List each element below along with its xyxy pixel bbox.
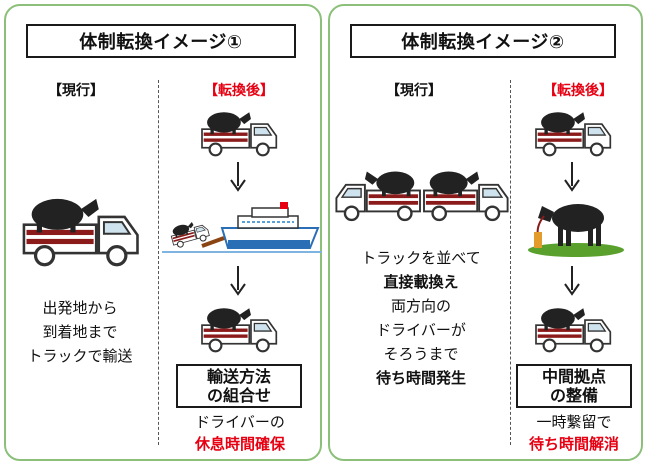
- after-highlight: 待ち時間解消: [528, 435, 619, 453]
- tethered-cow-icon: [528, 204, 624, 257]
- divider: [510, 80, 511, 445]
- panel-title: 体制転換イメージ①: [26, 24, 296, 58]
- after-label: 【転換後】: [543, 83, 613, 99]
- down-arrow-icon: [230, 161, 246, 191]
- current-label: 【現行】: [386, 83, 442, 99]
- after-sub: ドライバーの: [195, 413, 285, 431]
- after-sub: 一時繋留で: [536, 413, 612, 431]
- down-arrow-icon: [564, 161, 580, 191]
- down-arrow-icon: [230, 265, 246, 295]
- truck-icon: [200, 307, 278, 353]
- truck-icon: [22, 197, 140, 267]
- current-description: 出発地から 到着地まで トラックで輸送: [27, 299, 133, 365]
- current-label: 【現行】: [48, 83, 104, 99]
- truck-icon: [534, 111, 612, 157]
- down-arrow-icon: [564, 265, 580, 295]
- truck-icon: [200, 111, 278, 157]
- hub-box: 中間拠点 の整備: [516, 364, 632, 408]
- after-highlight: 休息時間確保: [194, 435, 285, 453]
- current-description: トラックを並べて 直接載換え 両方向の ドライバーが そろうまで 待ち時間発生: [361, 249, 481, 387]
- method-box: 輸送方法 の組合せ: [176, 364, 302, 408]
- ferry-icon: [162, 202, 322, 253]
- panel-left: 体制転換イメージ① 【現行】 【転換後】 出発地から 到着地まで トラックで輸送…: [4, 4, 322, 461]
- divider: [158, 80, 159, 445]
- panel-title: 体制転換イメージ②: [350, 24, 616, 58]
- after-label: 【転換後】: [204, 83, 274, 99]
- truck-icon: [534, 307, 612, 353]
- panel-right: 体制転換イメージ② 【現行】 【転換後】 トラックを並べて 直接載換え 両方向の…: [328, 4, 643, 461]
- trucks-transfer-icon: [335, 170, 509, 222]
